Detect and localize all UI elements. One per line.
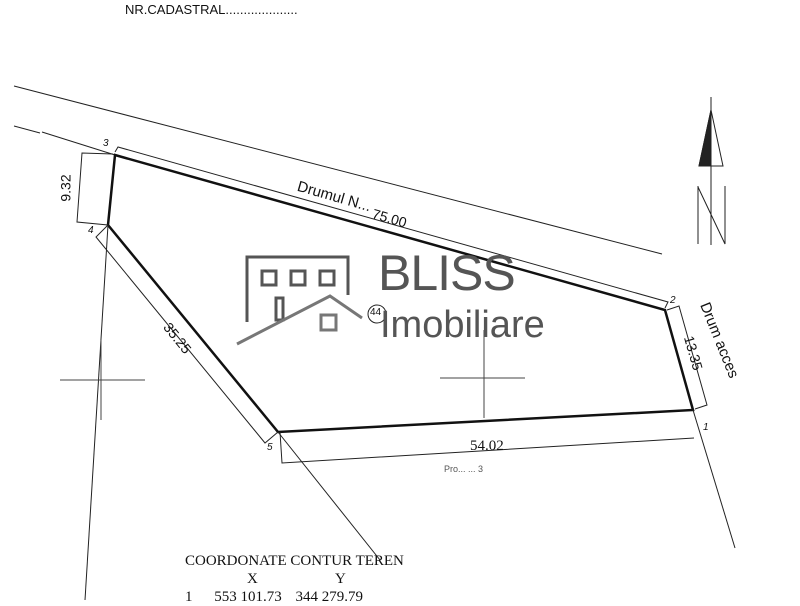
coordinates-row-1: 1 553 101.73 344 279.79: [185, 589, 363, 606]
extension-line: [692, 409, 736, 549]
dimension-3-4: 9.32: [57, 174, 74, 202]
parcel-number-circle: [367, 304, 387, 324]
road-south-label: Pro... ... 3: [444, 464, 484, 474]
watermark-brand: BLISS: [378, 245, 516, 301]
dimension-line-3-2: [114, 146, 669, 309]
parcel-number: 44: [370, 307, 382, 318]
point-label-4: 4: [88, 225, 94, 236]
dimension-5-1: 54.02: [470, 438, 504, 454]
dimension-line-2-1: [666, 305, 708, 410]
watermark-subtitle: Imobiliare: [380, 304, 545, 346]
extension-line: [84, 224, 109, 600]
point-label-2: 2: [670, 295, 676, 306]
parcel-boundary: [106, 153, 695, 434]
road-edge-line: [13, 125, 41, 134]
dimension-line-4-5: [95, 224, 279, 444]
road-edge-line: [41, 131, 116, 156]
extension-line: [277, 431, 381, 561]
cadastral-number-label: NR.CADASTRAL....................: [125, 2, 298, 17]
coordinates-title: COORDONATE CONTUR TEREN: [185, 553, 404, 569]
dimension-line-3-4: [76, 152, 114, 226]
road-edge-line: [13, 85, 663, 255]
grid-cross-mark: [60, 330, 525, 420]
coordinate-x: 553 101.73: [214, 589, 282, 605]
coordinates-col-y: Y: [335, 571, 346, 587]
dimension-line-5-1: [279, 431, 695, 464]
coordinate-y: 344 279.79: [295, 589, 364, 605]
bliss-logo-icon: [236, 255, 363, 346]
coordinates-col-x: X: [247, 571, 258, 587]
coordinate-point: 1: [185, 589, 193, 605]
point-label-1: 1: [703, 422, 709, 433]
north-arrow-icon: [697, 97, 726, 245]
point-label-3: 3: [103, 138, 109, 149]
point-label-5: 5: [267, 442, 273, 453]
